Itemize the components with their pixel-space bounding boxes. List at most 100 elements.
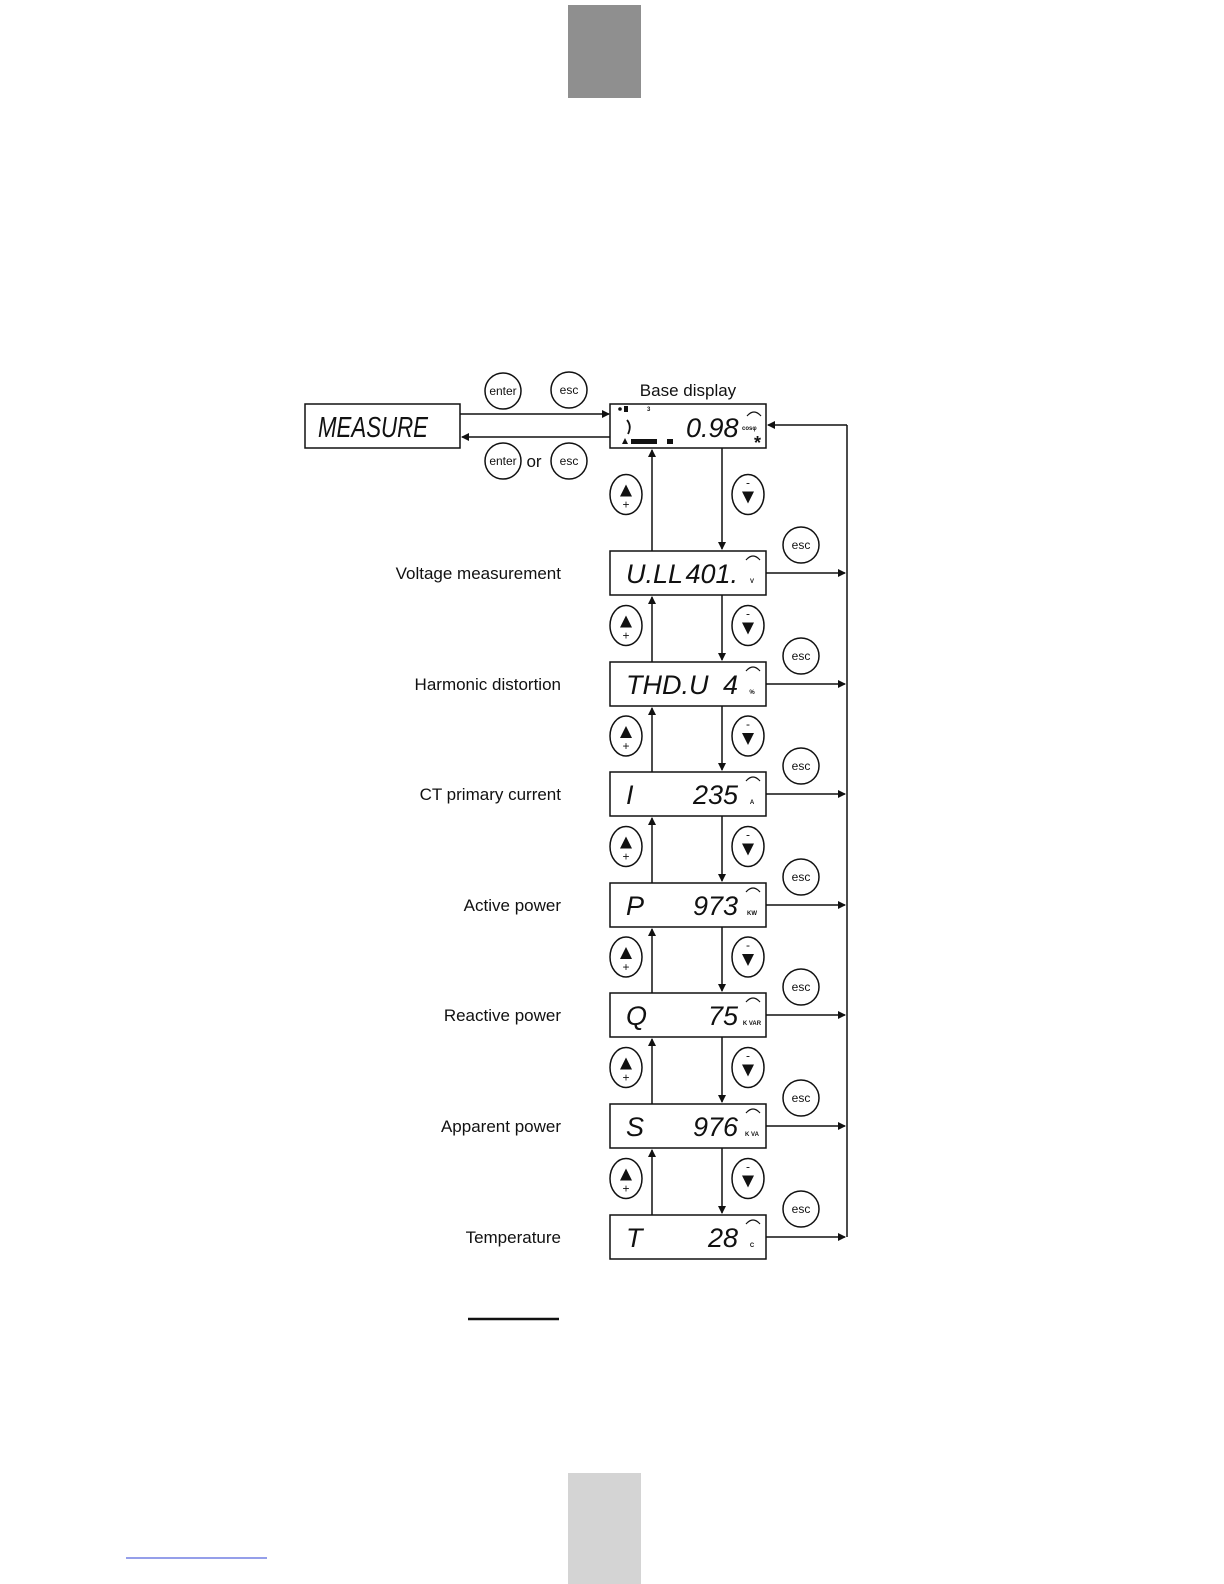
esc-button[interactable]: esc (551, 443, 587, 479)
base-display-value: 0.98 (686, 413, 739, 443)
top-page-tab (568, 5, 641, 98)
down-minus-button[interactable]: - (732, 1048, 764, 1088)
plus-label: + (622, 960, 629, 974)
plus-label: + (622, 739, 629, 753)
esc-button[interactable]: esc (783, 1191, 819, 1227)
base-display[interactable]: 3 0.98 cosφ * (610, 404, 766, 453)
screen-label: Temperature (466, 1228, 561, 1247)
phase-box-icon (667, 439, 673, 444)
screen-unit: K VAR (743, 1021, 762, 1027)
screen-code: T (626, 1223, 645, 1253)
esc-button-label: esc (792, 980, 811, 994)
minus-label: - (746, 1160, 750, 1174)
screen-code: S (626, 1112, 644, 1142)
up-plus-button[interactable]: + (610, 827, 642, 867)
esc-button-label: esc (792, 538, 811, 552)
up-plus-button[interactable]: + (610, 937, 642, 977)
screen-display[interactable]: Q 75 K VAR (610, 993, 766, 1037)
minus-label: - (746, 1049, 750, 1063)
esc-button[interactable]: esc (783, 859, 819, 895)
signal-bars-icon (624, 406, 628, 412)
esc-button[interactable]: esc (783, 1080, 819, 1116)
esc-button-label: esc (792, 759, 811, 773)
esc-button[interactable]: esc (783, 748, 819, 784)
down-minus-button[interactable]: - (732, 475, 764, 515)
screen-code: Q (626, 1001, 647, 1031)
screen-unit: % (749, 690, 755, 696)
measure-text: MEASURE (318, 412, 428, 444)
plus-label: + (622, 1182, 629, 1196)
esc-button[interactable]: esc (551, 372, 587, 408)
status-dot-icon (618, 407, 622, 411)
enter-button-label: enter (489, 454, 516, 468)
plus-label: + (622, 1071, 629, 1085)
up-plus-button[interactable]: + (610, 716, 642, 756)
screen-unit: A (750, 800, 755, 806)
screen-label: CT primary current (420, 785, 562, 804)
screen-value: 235 (692, 780, 739, 810)
minus-label: - (746, 938, 750, 952)
esc-button-label: esc (792, 1202, 811, 1216)
down-minus-button[interactable]: - (732, 1159, 764, 1199)
up-plus-button[interactable]: + (610, 1159, 642, 1199)
screen-display[interactable]: THD.U 4% (610, 662, 766, 706)
enter-button[interactable]: enter (485, 373, 521, 409)
up-plus-button[interactable]: + (610, 606, 642, 646)
plus-label: + (622, 498, 629, 512)
minus-label: - (746, 717, 750, 731)
screen-unit: V (750, 579, 754, 585)
enter-button-label: enter (489, 384, 516, 398)
screen-code: P (626, 891, 644, 921)
screen-value: 4 (723, 670, 738, 700)
screen-unit: KW (747, 911, 757, 917)
screen-value: 401. (685, 559, 738, 589)
screen-unit: K VA (745, 1132, 760, 1138)
down-minus-button[interactable]: - (732, 716, 764, 756)
screen-label: Active power (464, 896, 562, 915)
minus-label: - (746, 828, 750, 842)
minus-label: - (746, 476, 750, 490)
screen-label: Harmonic distortion (415, 675, 561, 694)
base-display-star: * (754, 433, 761, 453)
screen-value: 973 (693, 891, 738, 921)
screens-group: + - Voltage measurement U.LL401. Vesc + - Harmo… (396, 448, 845, 1259)
or-label: or (526, 452, 541, 471)
screen-display[interactable]: S 976 K VA (610, 1104, 766, 1148)
measure-display[interactable]: MEASURE (305, 404, 460, 448)
screen-code: THD.U (626, 670, 709, 700)
base-display-unit: cosφ (742, 426, 757, 432)
esc-button-label: esc (792, 870, 811, 884)
esc-button[interactable]: esc (783, 969, 819, 1005)
screen-label: Reactive power (444, 1006, 562, 1025)
esc-button-label: esc (560, 454, 579, 468)
enter-button[interactable]: enter (485, 443, 521, 479)
screen-label: Voltage measurement (396, 564, 562, 583)
bottom-page-tab (568, 1473, 641, 1584)
screen-label: Apparent power (441, 1117, 561, 1136)
esc-button-label: esc (792, 649, 811, 663)
plus-label: + (622, 850, 629, 864)
esc-button[interactable]: esc (783, 638, 819, 674)
down-minus-button[interactable]: - (732, 606, 764, 646)
minus-label: - (746, 607, 750, 621)
down-minus-button[interactable]: - (732, 827, 764, 867)
screen-code: I (626, 780, 634, 810)
esc-button[interactable]: esc (783, 527, 819, 563)
phase-boxes-icon (631, 439, 657, 444)
screen-value: 75 (708, 1001, 739, 1031)
screen-value: 976 (693, 1112, 739, 1142)
screen-code: U.LL (626, 559, 683, 589)
up-plus-button[interactable]: + (610, 1048, 642, 1088)
base-display-caption: Base display (640, 381, 737, 400)
esc-button-label: esc (792, 1091, 811, 1105)
plus-label: + (622, 629, 629, 643)
up-plus-button[interactable]: + (610, 475, 642, 515)
down-minus-button[interactable]: - (732, 937, 764, 977)
esc-button-label: esc (560, 383, 579, 397)
screen-value: 28 (707, 1223, 738, 1253)
